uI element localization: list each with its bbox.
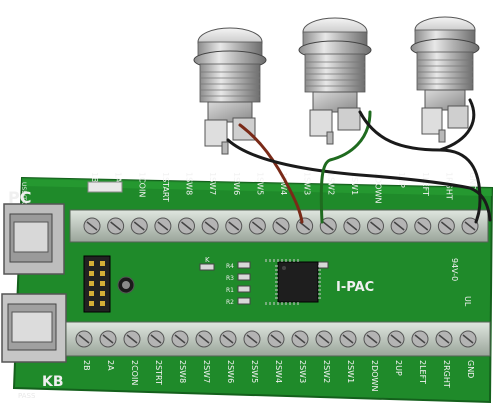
- bottom-terminal-label-4: 2SW8: [178, 360, 187, 383]
- top-terminal-label-3: 1START: [161, 172, 170, 202]
- bottom-screw-slot-8: [270, 334, 282, 344]
- bottom-screw-slot-7: [246, 334, 258, 344]
- bottom-screw-slot-2: [126, 334, 138, 344]
- bottom-terminal-label-3: 2STRT: [154, 360, 163, 385]
- bottom-terminal-label-2: 2COIN: [130, 360, 139, 385]
- ul-mark: UL: [463, 296, 472, 307]
- bottom-terminal-label-0: 2B: [82, 360, 91, 371]
- resistor-label-2: R3: [226, 275, 234, 282]
- arcade-button-2: [298, 17, 372, 145]
- bottom-terminal-label-6: 2SW6: [226, 360, 235, 383]
- bottom-screw-slot-5: [198, 334, 210, 344]
- smd-components: [199, 261, 329, 305]
- kb-connector: [1, 293, 67, 363]
- top-terminal-label-6: 1SW6: [232, 172, 241, 195]
- bottom-screw-slot-0: [78, 334, 90, 344]
- bottom-screw-slot-16: [462, 334, 474, 344]
- top-screw-slot-8: [275, 221, 287, 231]
- top-screw-slot-1: [110, 221, 122, 231]
- bottom-screw-slot-10: [318, 334, 330, 344]
- bottom-screw-slot-3: [150, 334, 162, 344]
- top-terminal-label-12: 1DOWN: [374, 172, 383, 203]
- top-screw-slot-16: [464, 221, 476, 231]
- bottom-terminal-block: [65, 321, 491, 357]
- top-terminal-label-14: 1LEFT: [421, 172, 430, 196]
- top-terminal-label-1: 1A: [114, 172, 123, 183]
- chip-brand-label: I-PAC: [336, 280, 374, 295]
- usb-label: USB/TX: [20, 182, 27, 204]
- led-label: K: [205, 256, 210, 264]
- top-terminal-label-15: 1RGHT: [444, 172, 453, 200]
- bottom-terminal-label-15: 2RGHT: [442, 360, 451, 388]
- top-terminal-block: [69, 209, 489, 243]
- pin-header: [83, 255, 111, 313]
- resistor-label-1: R4: [226, 263, 234, 270]
- capacitor: [117, 276, 135, 294]
- bottom-screw-slot-14: [414, 334, 426, 344]
- bottom-terminal-label-1: 2A: [106, 360, 115, 371]
- top-screw-slot-0: [86, 221, 98, 231]
- top-screw-slot-14: [417, 221, 429, 231]
- kb-label: KB: [42, 374, 64, 390]
- top-terminal-label-4: 1SW8: [185, 172, 194, 195]
- top-screw-slot-3: [157, 221, 169, 231]
- jumper-pads: [87, 181, 123, 193]
- bottom-terminal-label-12: 2DOWN: [370, 360, 379, 391]
- arcade-button-1: [193, 27, 267, 155]
- top-screw-slot-11: [346, 221, 358, 231]
- bottom-terminal-label-5: 2SW7: [202, 360, 211, 383]
- pc-label: PC: [8, 188, 31, 207]
- bottom-terminal-label-9: 2SW3: [298, 360, 307, 383]
- bottom-terminal-labels: 2B 2A 2COIN 2STRT 2SW8 2SW7 2SW6 2SW5 2SW4 2SW3 2S…: [82, 360, 475, 391]
- bottom-terminal-label-13: 2UP: [394, 360, 403, 376]
- top-screw-slot-10: [322, 221, 334, 231]
- top-screw-slot-9: [299, 221, 311, 231]
- wiring: [226, 98, 492, 224]
- top-screw-slot-2: [133, 221, 145, 231]
- top-terminal-label-8: 1SW4: [279, 172, 288, 195]
- top-terminal-label-5: 1SW7: [208, 172, 217, 195]
- pc-connector: [3, 203, 65, 275]
- top-terminal-label-7: 1SW5: [255, 172, 264, 195]
- top-screw-slot-13: [393, 221, 405, 231]
- bottom-terminal-label-11: 2SW1: [346, 360, 355, 383]
- top-screw-slot-6: [228, 221, 240, 231]
- top-screw-slot-12: [370, 221, 381, 231]
- resistor-label-3: R1: [226, 287, 234, 294]
- top-terminal-label-2: 1COIN: [137, 172, 146, 197]
- pass-label: PASS: [18, 392, 36, 400]
- microcontroller-chip: [265, 259, 321, 305]
- bottom-terminal-label-14: 2LEFT: [418, 360, 427, 384]
- bottom-screw-slot-12: [366, 334, 378, 344]
- top-terminal-label-10: 1SW2: [326, 172, 335, 195]
- arcade-button-3: [410, 16, 480, 143]
- resistor-label-4: R2: [226, 299, 234, 306]
- bottom-terminal-label-16: GND: [466, 360, 475, 378]
- bottom-terminal-label-10: 2SW2: [322, 360, 331, 383]
- bottom-screw-slot-15: [438, 334, 450, 344]
- bottom-terminal-label-8: 2SW4: [274, 360, 283, 383]
- bottom-screw-slot-1: [102, 334, 114, 344]
- bottom-terminal-label-7: 2SW5: [250, 360, 259, 383]
- top-terminal-label-9: 1SW3: [303, 172, 312, 195]
- bottom-screw-slot-6: [222, 334, 234, 344]
- top-terminal-label-16: GND: [468, 172, 477, 190]
- cert-label: 94V-0: [450, 258, 459, 281]
- top-terminal-label-0: 1B: [90, 172, 99, 183]
- top-terminal-label-11: 1SW1: [350, 172, 359, 195]
- bottom-screw-slot-13: [390, 334, 402, 344]
- top-screw-slot-5: [204, 221, 216, 231]
- bottom-screw-slot-4: [174, 334, 186, 344]
- top-screw-slot-15: [440, 221, 452, 231]
- bottom-screw-slot-9: [294, 334, 306, 344]
- bottom-screw-slot-11: [342, 334, 354, 344]
- top-screw-slot-4: [181, 221, 192, 231]
- top-screw-slot-7: [251, 221, 263, 231]
